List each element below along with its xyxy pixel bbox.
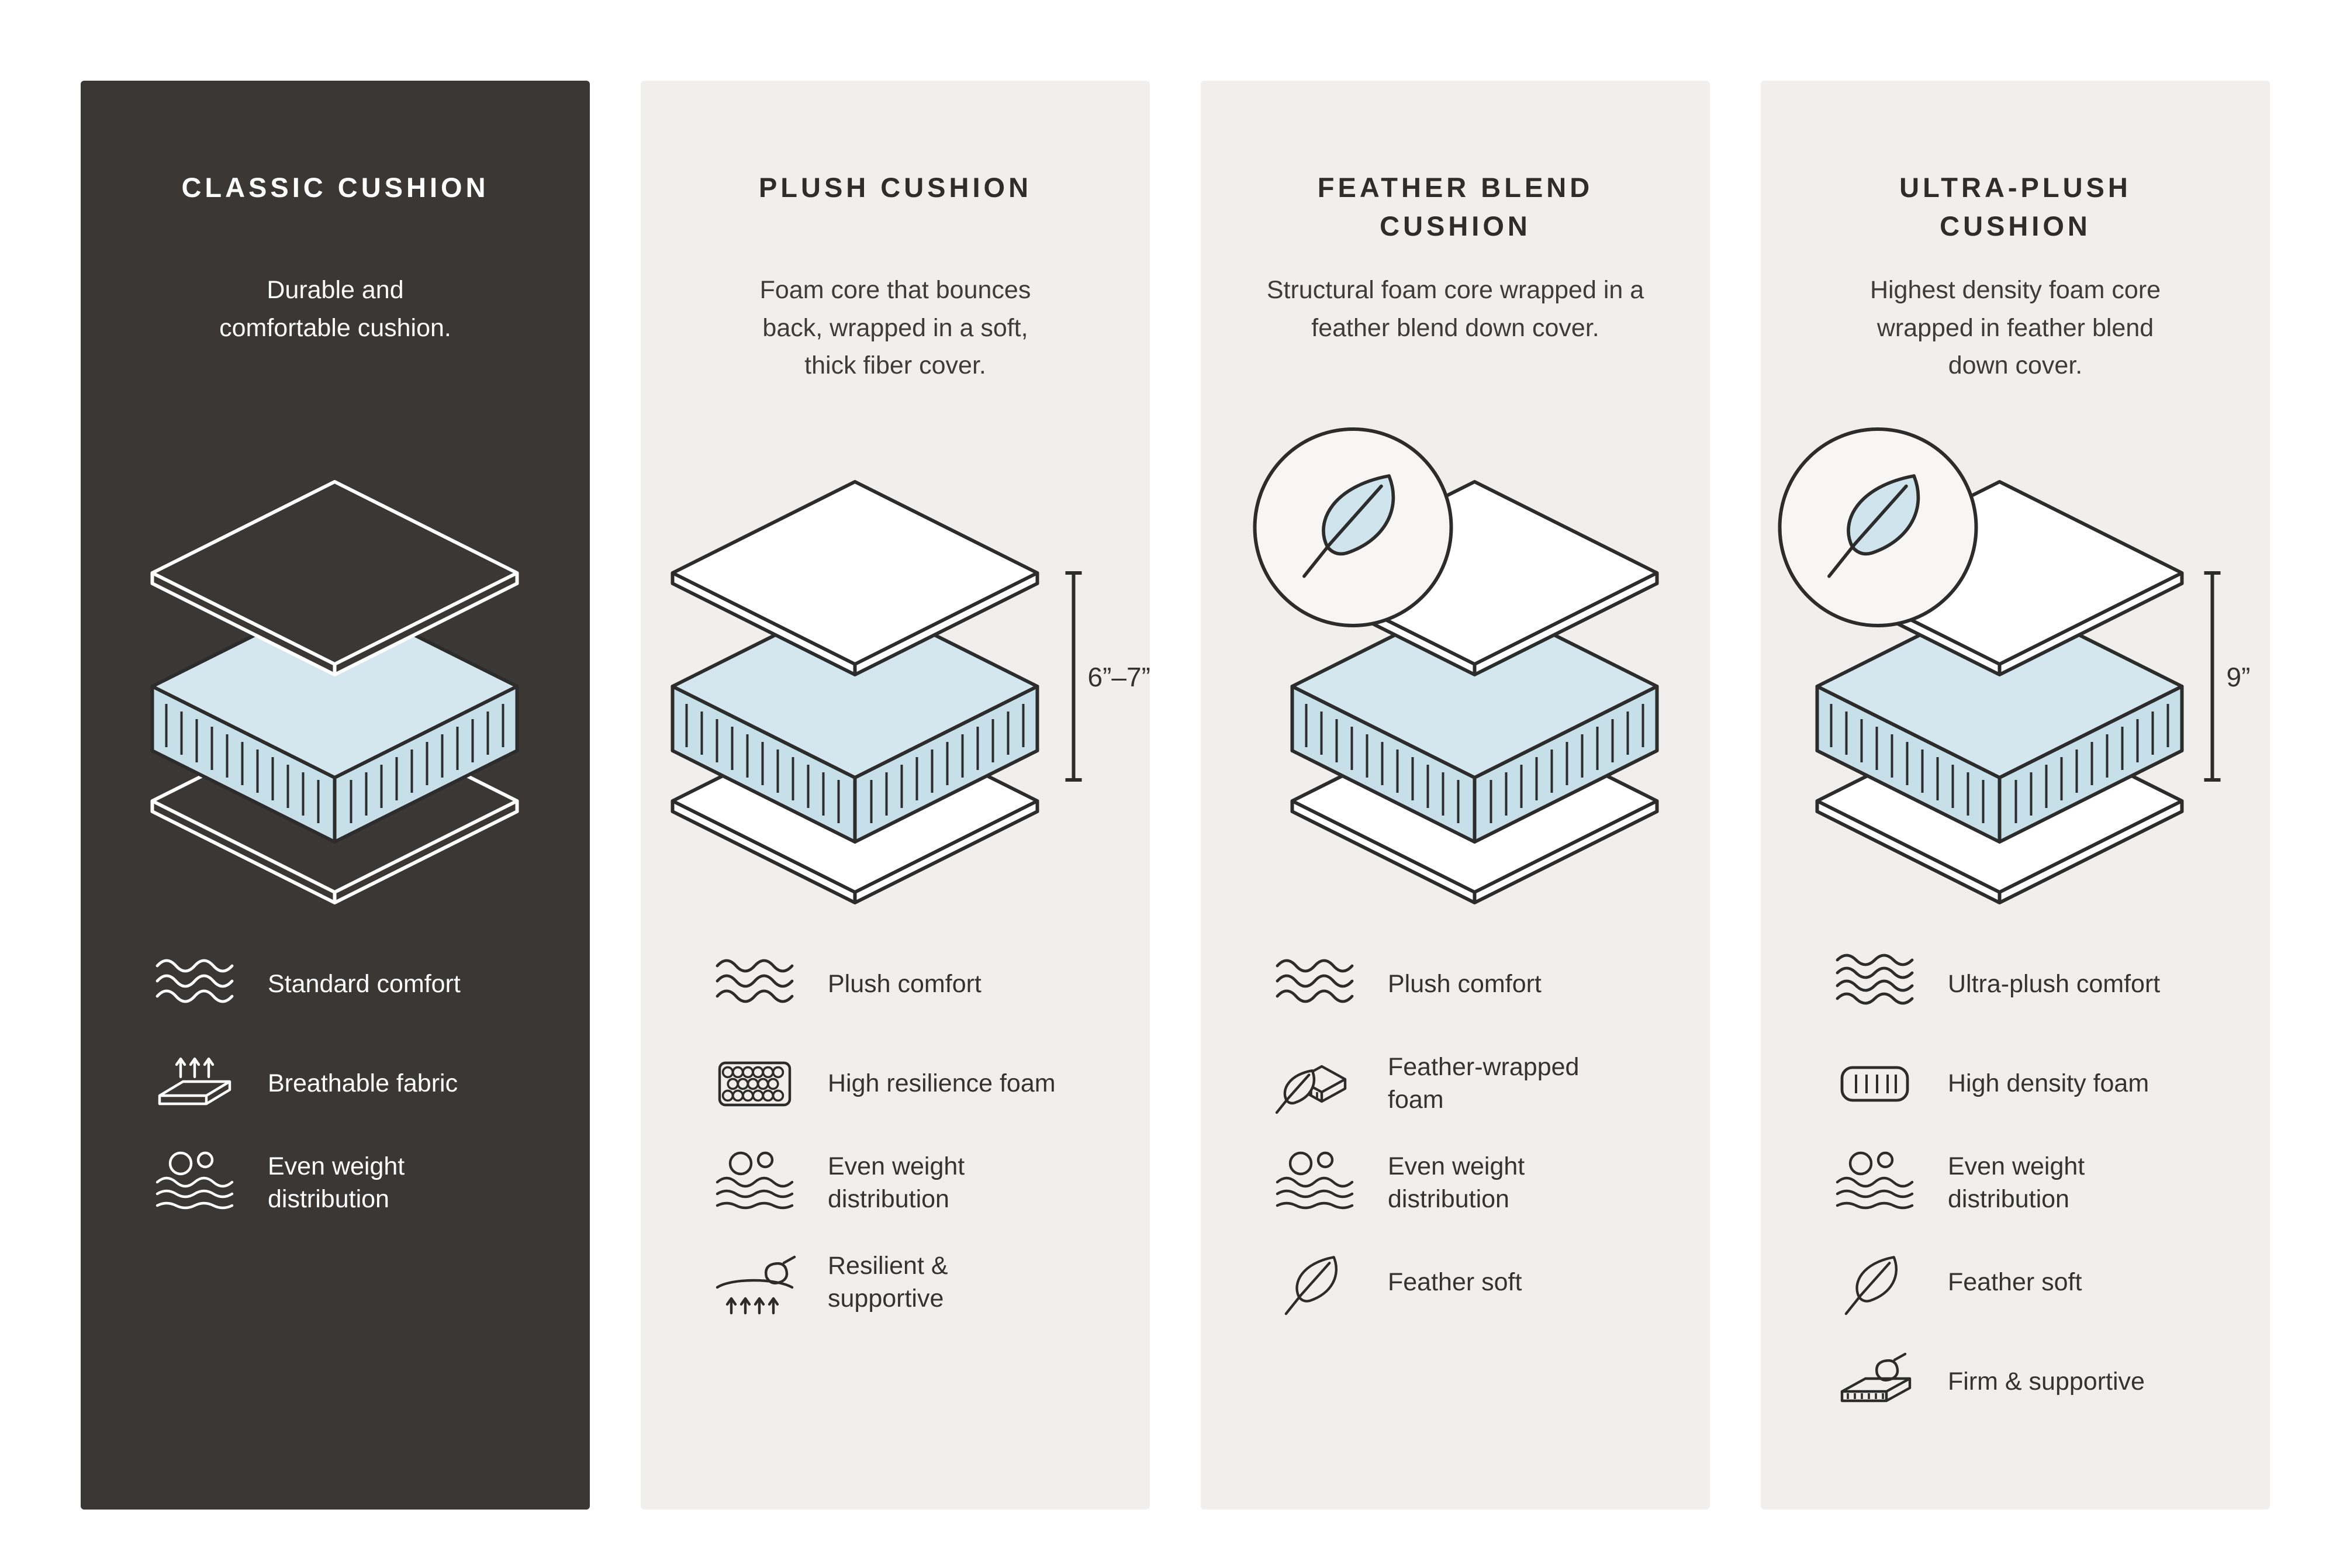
feature-item: High density foam [1828,1049,2247,1119]
measurement-label: 6”–7” [1088,662,1150,692]
feature-label: Feather-wrapped foam [1388,1053,1580,1114]
feature-item: Feather soft [1828,1248,2247,1318]
foam-core-layer [1815,593,2184,844]
feature-label: Ultra-plush comfort [1948,970,2161,999]
feature-list: Standard comfort Breathable fabric Even … [104,949,566,1248]
feather-badge-icon [1253,427,1453,627]
panel-title: CLASSIC CUSHION [181,172,489,203]
feature-item: Feather-wrapped foam [1268,1049,1687,1119]
feature-label: Plush comfort [1388,970,1542,999]
feature-label: High density foam [1948,1069,2149,1098]
feature-item: Even weight distribution [1268,1148,1687,1218]
feature-label: High resilience foam [828,1069,1056,1098]
feature-item: Resilient & supportive [708,1248,1126,1318]
feature-label: Breathable fabric [268,1069,458,1098]
foam-core-layer [1290,593,1659,844]
panel-description: Durable and comfortable cushion. [219,276,451,342]
panel-description: Foam core that bounces back, wrapped in … [759,276,1031,379]
cushion-diagram: 6”–7” [671,480,1150,904]
feature-label: Resilient & supportive [828,1252,948,1313]
panel-description: Structural foam core wrapped in a feathe… [1266,276,1644,342]
feather-icon [1828,1248,1922,1318]
feature-item: High resilience foam [708,1049,1126,1119]
high-density-foam-icon [1828,1049,1922,1119]
firm-icon [1828,1347,1922,1417]
feather-icon [1268,1248,1361,1318]
feature-item: Plush comfort [708,949,1126,1020]
feature-label: Plush comfort [828,970,982,999]
top-cover-layer [150,480,519,676]
top-cover-layer [671,480,1039,676]
cushion-illustration [1224,417,1687,914]
feature-item: Even weight distribution [1828,1148,2247,1218]
waves-icon [1268,949,1361,1020]
even-weight-icon [1268,1148,1361,1218]
height-measurement: 9” [2204,571,2251,782]
feature-item: Even weight distribution [708,1148,1126,1218]
panel-description: Highest density foam core wrapped in fea… [1869,276,2161,379]
feature-label: Feather soft [1388,1268,1522,1297]
feature-label: Even weight distribution [268,1152,405,1213]
feature-label: Feather soft [1948,1268,2082,1297]
panel-classic-cushion: CLASSIC CUSHION Durable and comfortable … [81,81,590,1510]
feature-label: Firm & supportive [1948,1367,2145,1396]
waves-icon [148,949,241,1020]
honeycomb-icon [708,1049,801,1119]
breathable-icon [148,1049,241,1119]
cushion-comparison: CLASSIC CUSHION Durable and comfortable … [81,81,2270,1510]
height-measurement: 6”–7” [1065,571,1150,782]
cushion-illustration [104,417,566,914]
feature-item: Plush comfort [1268,949,1687,1020]
feature-item: Breathable fabric [148,1049,566,1119]
feature-list: Plush comfort Feather-wrapped foam Even … [1224,949,1687,1347]
panel-ultra-plush-cushion: ULTRA-PLUSH CUSHION Highest density foam… [1761,81,2270,1510]
feature-item: Ultra-plush comfort [1828,949,2247,1020]
resilient-icon [708,1248,801,1318]
panel-plush-cushion: PLUSH CUSHION Foam core that bounces bac… [641,81,1150,1510]
panel-title: FEATHER BLEND CUSHION [1317,172,1594,241]
cushion-diagram [150,480,519,904]
feather-foam-icon [1268,1049,1361,1119]
feature-item: Feather soft [1268,1248,1687,1318]
feature-item: Firm & supportive [1828,1347,2247,1417]
feature-item: Standard comfort [148,949,566,1020]
foam-core-layer [671,593,1039,844]
waves-icon [708,949,801,1020]
feature-label: Standard comfort [268,970,461,999]
feature-label: Even weight distribution [1388,1152,1525,1213]
panel-title: ULTRA-PLUSH CUSHION [1899,172,2131,241]
measurement-label: 9” [2227,662,2251,692]
cushion-diagram: 9” [1778,427,2251,904]
panel-title: PLUSH CUSHION [758,172,1032,203]
cushion-illustration: 6”–7” [664,417,1150,914]
waves-dense-icon [1828,949,1922,1020]
even-weight-icon [708,1148,801,1218]
feature-label: Even weight distribution [1948,1152,2085,1213]
cushion-diagram [1253,427,1659,904]
feather-badge-icon [1778,427,1978,627]
even-weight-icon [1828,1148,1922,1218]
feature-label: Even weight distribution [828,1152,965,1213]
foam-core-layer [150,593,519,844]
cushion-illustration: 9” [1778,417,2250,914]
panel-feather-blend-cushion: FEATHER BLEND CUSHION Structural foam co… [1201,81,1710,1510]
feature-item: Even weight distribution [148,1148,566,1218]
even-weight-icon [148,1148,241,1218]
